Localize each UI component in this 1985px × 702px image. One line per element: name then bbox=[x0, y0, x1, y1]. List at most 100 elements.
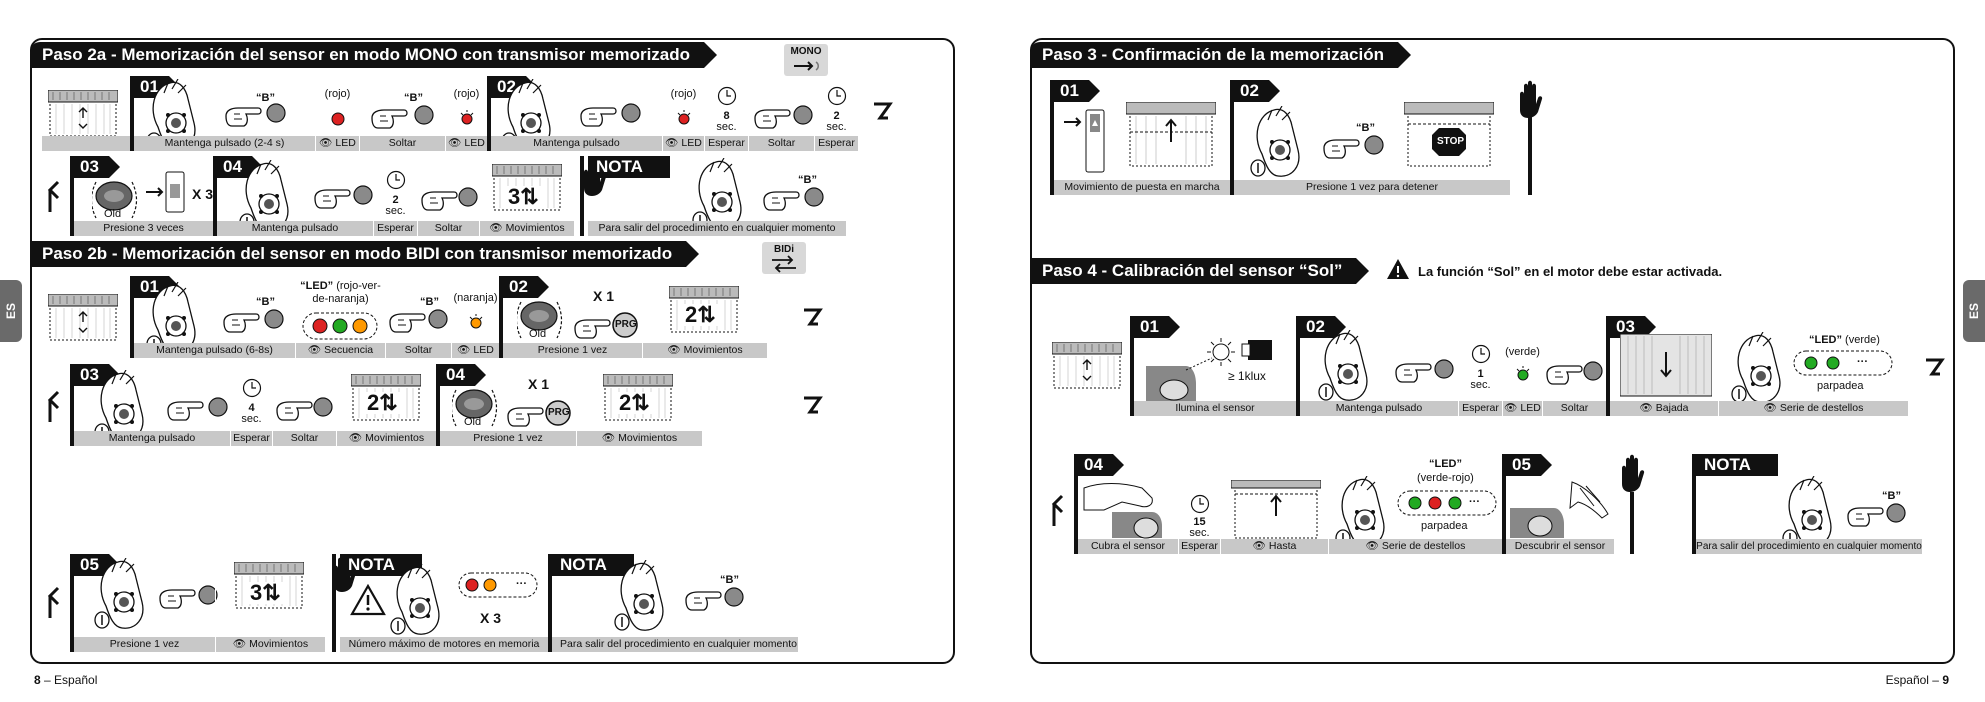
right-page: Paso 3 - Confirmación de la memorización… bbox=[1030, 38, 1955, 664]
step-2a-header: Paso 2a - Memorización del sensor en mod… bbox=[30, 42, 718, 68]
eye-icon: 👁 bbox=[1365, 540, 1379, 552]
warning-icon bbox=[1387, 259, 1409, 279]
button-b-icon bbox=[414, 105, 434, 125]
step-2b-02: 02 Old X 1 PRG Presione 1 vez bbox=[499, 276, 642, 358]
note-badge: NOTA bbox=[588, 156, 670, 178]
eye-icon: 👁 bbox=[665, 137, 679, 149]
footer-left: 8 – Español bbox=[34, 673, 98, 687]
step-badge: 02 bbox=[1296, 316, 1346, 338]
led-red-blink-icon bbox=[460, 110, 474, 125]
sun-button-icon bbox=[313, 397, 333, 417]
led-red-blink-icon bbox=[677, 110, 691, 125]
step-2a-row-1: 01 “B” Mantenga pulsado (2-4 s) (rojo) 👁… bbox=[42, 76, 902, 151]
continue-arrow-icon bbox=[802, 308, 822, 326]
led-red-blink-cell: (rojo) 👁 LED bbox=[445, 76, 487, 151]
remote-icon bbox=[614, 560, 664, 631]
blind-up-icon bbox=[1126, 102, 1216, 167]
step-4-05: 05 Descubrir el sensor bbox=[1502, 454, 1614, 554]
movement-count: 3⇅ bbox=[248, 580, 283, 605]
step-2a-03: 03 Old X 3 Presione 3 veces bbox=[70, 156, 213, 236]
eye-icon: 👁 bbox=[667, 344, 681, 356]
release-hand-icon bbox=[371, 109, 408, 129]
step-badge: 01 bbox=[1130, 316, 1180, 338]
press-hand-icon bbox=[1395, 363, 1432, 383]
flash-series-cell: “LED” (verde-rojo) ··· parpadea 👁 Serie … bbox=[1328, 454, 1502, 554]
eye-icon: 👁 bbox=[1504, 402, 1518, 414]
step-4-row-2: 04 Cubra el sensor 15 sec. Esperar 👁 Has… bbox=[1048, 454, 1948, 554]
step-badge: 04 bbox=[436, 364, 486, 386]
up-down-arrows-icon: ⇅ bbox=[262, 580, 281, 605]
eye-icon: 👁 bbox=[448, 137, 462, 149]
release-cell: Soltar bbox=[1542, 316, 1606, 416]
led-sequence-cell: “LED” (rojo-ver- de-naranja) 👁 Secuencia bbox=[295, 276, 385, 358]
step-2b-03: 03 Mantenga pulsado bbox=[70, 364, 230, 446]
step-2a-04: 04 Mantenga pulsado bbox=[213, 156, 373, 236]
sensor-illuminate-icon bbox=[1146, 338, 1272, 402]
press-hand-icon bbox=[1323, 139, 1360, 159]
button-b-icon bbox=[1886, 503, 1906, 523]
up-down-arrows-icon: ⇅ bbox=[379, 390, 398, 415]
button-b-icon bbox=[804, 187, 824, 207]
eye-icon: 👁 bbox=[457, 344, 471, 356]
wall-switch-icon bbox=[1064, 109, 1105, 173]
press-hand-icon bbox=[223, 313, 260, 333]
led-green-cell: (verde) 👁 LED bbox=[1502, 316, 1542, 416]
button-flag-icon bbox=[458, 187, 478, 207]
release-cell: “B” Soltar bbox=[359, 76, 445, 151]
button-b-icon bbox=[724, 587, 744, 607]
return-arrow-icon bbox=[1052, 494, 1064, 528]
remote-icon bbox=[1731, 332, 1781, 403]
cover-sensor-icon bbox=[1083, 483, 1162, 539]
release-hand-icon bbox=[276, 401, 313, 421]
release-cell: Soltar bbox=[272, 364, 336, 446]
movements-cell: 2⇅ 👁 Movimientos bbox=[336, 364, 436, 446]
release-hand-icon bbox=[389, 313, 426, 333]
release-cell: Soltar bbox=[748, 76, 814, 151]
clock-icon bbox=[386, 170, 406, 190]
flash-series-cell: “LED” (verde) ··· parpadea 👁 Serie de de… bbox=[1718, 316, 1908, 416]
button-b-icon bbox=[264, 309, 284, 329]
uncover-sensor-icon bbox=[1510, 481, 1609, 538]
note-badge: NOTA bbox=[1696, 454, 1778, 476]
sun-button-icon bbox=[1434, 359, 1454, 379]
note-badge: NOTA bbox=[340, 554, 422, 576]
step-2b-row-1: 01 “B” Mantenga pulsado (6-8s) “LED” (ro… bbox=[42, 276, 902, 358]
step-4-03: 03 👁 Bajada bbox=[1606, 316, 1718, 416]
step-2b-row-3: 05 Presione 1 vez 3⇅ 👁 Movimientos NOTA … bbox=[42, 554, 942, 652]
step-3-02: 02 “B” STOP Presione 1 vez para detener bbox=[1230, 80, 1510, 195]
up-down-arrows-icon: ⇅ bbox=[520, 184, 539, 209]
clock-icon bbox=[1190, 494, 1210, 514]
step-4-01: 01 ≥ 1klux Ilumina el sensor bbox=[1130, 316, 1296, 416]
led-orange-icon bbox=[469, 314, 483, 329]
stop-palm-icon bbox=[1622, 454, 1645, 492]
step-4-header: Paso 4 - Calibración del sensor “Sol” bbox=[1030, 258, 1370, 284]
note-max-motors-cell: NOTA ··· X 3 Número máximo de motores en… bbox=[340, 554, 548, 652]
eye-icon: 👁 bbox=[601, 432, 616, 444]
wall-switch-icon bbox=[146, 171, 185, 213]
language-tab-left: ES bbox=[0, 280, 22, 342]
stop-palm-icon bbox=[1520, 80, 1543, 118]
eye-icon: 👁 bbox=[307, 344, 322, 356]
led-sequence-icon bbox=[302, 312, 378, 340]
step-3-header: Paso 3 - Confirmación de la memorización bbox=[1030, 42, 1411, 68]
press-hand-icon bbox=[763, 191, 800, 211]
return-arrow-icon bbox=[48, 390, 60, 424]
step-4-02: 02 Mantenga pulsado bbox=[1296, 316, 1458, 416]
continue-arrow-icon bbox=[802, 396, 822, 414]
language-tab-right: ES bbox=[1963, 280, 1985, 342]
step-badge: 03 bbox=[70, 156, 120, 178]
release-cell: “B” Soltar bbox=[385, 276, 451, 358]
wait-15-cell: 15 sec. Esperar bbox=[1178, 454, 1220, 554]
wait-2-cell: 2 sec. Esperar bbox=[373, 156, 417, 236]
step-4-row-1: 01 ≥ 1klux Ilumina el sensor 02 Mantenga… bbox=[1048, 316, 1948, 416]
press-hand-icon bbox=[159, 589, 196, 609]
continue-arrow-icon bbox=[1924, 358, 1944, 376]
prg-button-icon bbox=[612, 312, 638, 338]
mono-mode-icon: MONO bbox=[784, 44, 828, 76]
release-hand-icon bbox=[421, 191, 458, 211]
step-badge: 05 bbox=[1502, 454, 1552, 476]
return-arrow-icon bbox=[48, 586, 60, 620]
step-3-row: 01 Movimiento de puesta en marcha 02 “B”… bbox=[1050, 80, 1543, 195]
until-cell: 👁 Hasta bbox=[1220, 454, 1328, 554]
remote-icon bbox=[94, 558, 144, 629]
